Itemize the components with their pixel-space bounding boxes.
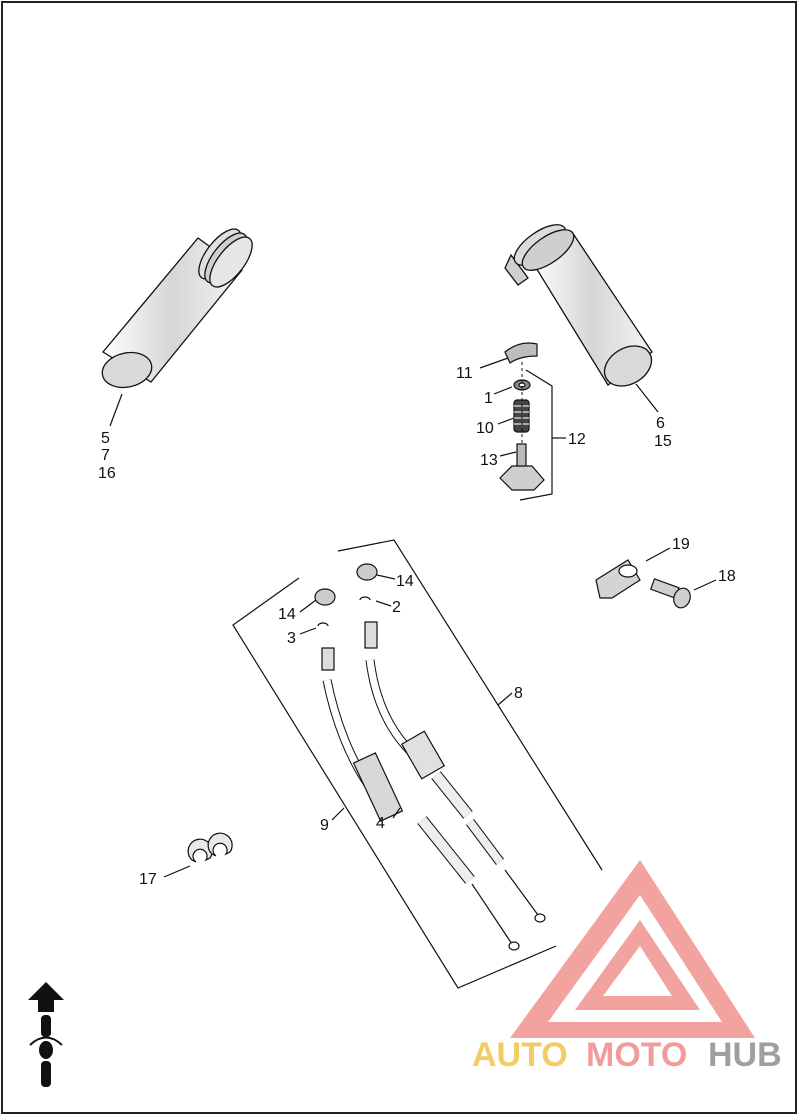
callout-14-left: 14: [278, 606, 296, 623]
friction-shoe: [504, 342, 538, 364]
callout-19: 19: [672, 536, 690, 553]
throttle-cables: [232, 539, 603, 989]
callout-8: 8: [514, 685, 523, 702]
callout-16: 16: [98, 465, 116, 482]
direction-arrow-icon: [28, 982, 64, 1012]
bracket-screw: [649, 578, 717, 609]
cable-sleeve: [314, 588, 336, 606]
cable-bracket: [595, 547, 671, 599]
right-handgrip: [504, 224, 653, 387]
watermark-hub: HUB: [708, 1036, 782, 1074]
adjuster-screw: [499, 443, 545, 491]
callout-17: 17: [139, 871, 157, 888]
callout-18: 18: [718, 568, 736, 585]
left-handgrip: [101, 228, 253, 389]
watermark-auto: AUTO: [472, 1036, 568, 1074]
callout-9: 9: [320, 817, 329, 834]
callout-3: 3: [287, 630, 296, 647]
automotohub-logo: AUTO MOTO HUB: [472, 860, 782, 1074]
callout-14-right: 14: [396, 573, 414, 590]
watermark-moto: MOTO: [586, 1036, 687, 1074]
cable-sleeve: [356, 563, 378, 581]
callout-4: 4: [376, 815, 385, 832]
callout-13: 13: [480, 452, 498, 469]
friction-adjuster-assembly: [479, 342, 566, 501]
callout-15: 15: [654, 433, 672, 450]
cable-clip: [163, 832, 233, 878]
motorcycle-front-icon: [29, 1015, 63, 1087]
callout-10: 10: [476, 420, 494, 437]
callout-7: 7: [101, 447, 110, 464]
callout-5: 5: [101, 430, 110, 447]
callout-1: 1: [484, 390, 493, 407]
callout-12: 12: [568, 431, 586, 448]
callout-6: 6: [656, 415, 665, 432]
callout-11: 11: [456, 365, 473, 382]
callout-2: 2: [392, 599, 401, 616]
